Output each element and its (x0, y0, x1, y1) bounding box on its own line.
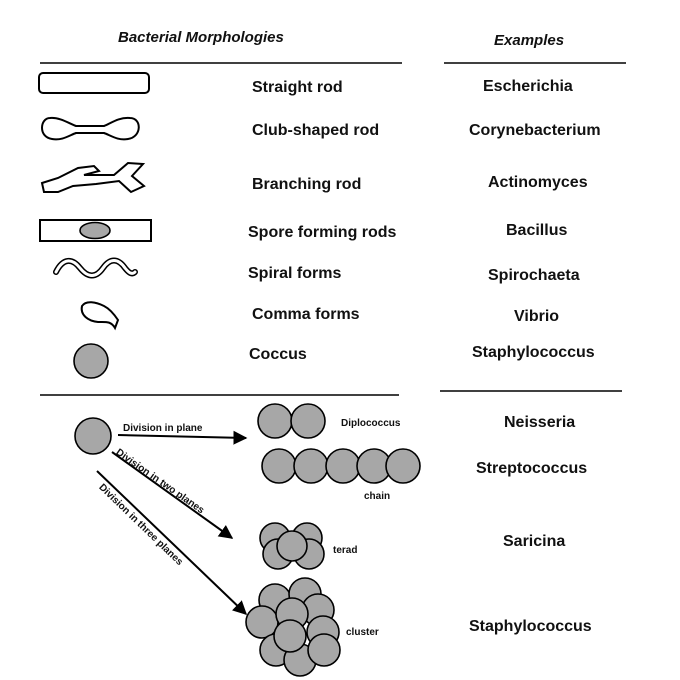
example-corynebacterium: Corynebacterium (469, 122, 601, 139)
example-staphylococcus-coccus: Staphylococcus (472, 344, 595, 361)
dividing-cell-shape (74, 417, 112, 455)
label-cluster: cluster (346, 627, 379, 638)
chain-shape (261, 448, 421, 484)
straight-rod-shape (38, 72, 150, 94)
example-vibrio: Vibrio (514, 308, 560, 325)
cluster-shape (245, 577, 341, 677)
branching-rod-shape (40, 161, 146, 194)
example-saricina: Saricina (503, 533, 566, 550)
example-actinomyces: Actinomyces (488, 174, 588, 191)
comma-shape (80, 301, 120, 331)
spiral-shape-inner (54, 259, 137, 277)
label-straight-rod: Straight rod (252, 79, 343, 96)
example-streptococcus: Streptococcus (476, 460, 588, 477)
label-comma-forms: Comma forms (252, 306, 360, 323)
label-diplococcus: Diplococcus (341, 418, 401, 429)
arrow-division-one-plane (117, 430, 248, 445)
diplococcus-shape (257, 403, 326, 439)
example-staphylococcus-cluster: Staphylococcus (469, 618, 592, 635)
label-division-in-plane: Division in plane (123, 423, 203, 434)
example-bacillus: Bacillus (506, 222, 568, 239)
example-spirochaeta: Spirochaeta (488, 267, 580, 284)
label-coccus: Coccus (249, 346, 307, 363)
label-spiral-forms: Spiral forms (248, 265, 342, 282)
label-tetrad: terad (333, 545, 358, 556)
example-neisseria: Neisseria (504, 414, 576, 431)
example-escherichia: Escherichia (483, 78, 573, 95)
spore-shape (79, 221, 111, 240)
label-branching-rod: Branching rod (252, 176, 362, 193)
header-examples: Examples (494, 32, 565, 49)
label-spore-forming-rods: Spore forming rods (248, 224, 397, 241)
label-club-shaped-rod: Club-shaped rod (252, 122, 380, 139)
coccus-shape (73, 343, 109, 379)
arrow-division-three-planes (96, 470, 248, 615)
header-morphologies: Bacterial Morphologies (118, 29, 284, 46)
label-chain: chain (364, 491, 391, 502)
arrow-division-two-planes (111, 451, 234, 539)
tetrad-shape (259, 522, 325, 570)
club-shaped-rod-shape (41, 116, 140, 141)
